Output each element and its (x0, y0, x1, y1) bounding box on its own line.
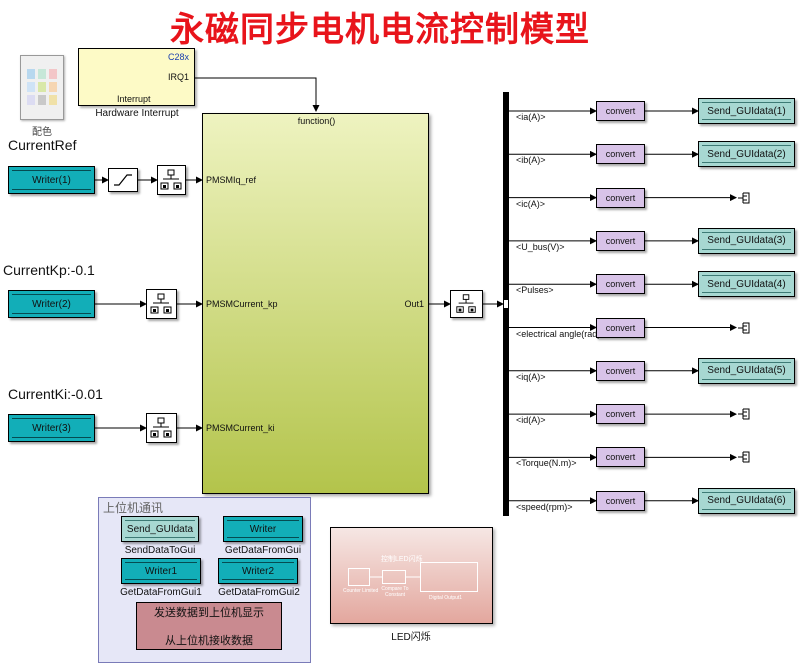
signal-label: <electrical angle(rad)> (516, 328, 606, 339)
saturation-block[interactable] (108, 168, 138, 192)
send-guidata-block[interactable]: Send_GUIdata(5) (698, 357, 795, 384)
compare-to-constant-label: Compare To Constant (381, 586, 409, 598)
writer-block[interactable]: Writer (223, 516, 303, 542)
convert-block[interactable]: convert (596, 274, 645, 295)
signal-label: <Pulses> (516, 285, 554, 296)
signal-label: <U_bus(V)> (516, 241, 565, 252)
port-kp: PMSMCurrent_kp (206, 299, 278, 309)
led-caption: LED闪烁 (391, 632, 431, 643)
convert-block[interactable]: convert (596, 490, 645, 511)
current-ref-label: CurrentRef (8, 137, 77, 153)
compare-to-constant-block (382, 570, 406, 584)
host-note-line1: 发送数据到上位机显示 (154, 606, 264, 619)
send-guidata-block[interactable]: Send_GUIdata(6) (698, 487, 795, 514)
panel-title: 上位机通讯 (103, 501, 164, 515)
send-guidata-block[interactable]: Send_GUIdata (121, 516, 199, 542)
conversion-icon (150, 293, 172, 314)
convert-block[interactable]: convert (596, 404, 645, 425)
send-guidata-block[interactable]: Send_GUIdata(2) (698, 141, 795, 168)
writer-3-block[interactable]: Writer(3) (8, 414, 95, 442)
hardware-interrupt-caption: Hardware Interrupt (95, 108, 179, 119)
signal-label: <ic(A)> (516, 198, 546, 209)
get-data-from-gui1-caption: GetDataFromGui1 (120, 587, 202, 598)
terminator-icon[interactable] (737, 407, 751, 421)
port-iq-ref: PMSMIq_ref (206, 175, 257, 185)
data-type-conversion-1[interactable] (157, 165, 186, 195)
conversion-icon (150, 417, 172, 438)
signal-label: <id(A)> (516, 415, 546, 426)
port-ki: PMSMCurrent_ki (206, 423, 275, 433)
irq-port-label: IRQ1 (167, 72, 189, 82)
host-communication-panel[interactable]: 上位机通讯 Send_GUIdata SendDataToGui Writer … (98, 497, 311, 663)
send-guidata-block[interactable]: Send_GUIdata(1) (698, 98, 795, 124)
signal-label: <ib(A)> (516, 155, 546, 166)
hardware-interrupt-block[interactable]: C28x IRQ1 Interrupt (78, 48, 195, 106)
color-palette-label: 配色 (32, 127, 52, 138)
send-guidata-block[interactable]: Send_GUIdata(4) (698, 271, 795, 298)
writer-2-block[interactable]: Writer(2) (8, 290, 95, 318)
current-kp-label: CurrentKp:-0.1 (3, 262, 95, 278)
get-data-from-gui-caption: GetDataFromGui (224, 545, 302, 556)
convert-block[interactable]: convert (596, 360, 645, 381)
interrupt-inner-label: Interrupt (117, 94, 151, 104)
counter-limited-block (348, 568, 370, 586)
led-blink-subsystem[interactable]: 控制LED闪烁 Counter Limited Compare To Const… (330, 527, 493, 624)
convert-block[interactable]: convert (596, 187, 645, 208)
signal-label: <speed(rpm)> (516, 501, 573, 512)
data-type-conversion-out[interactable] (450, 290, 483, 318)
page-title: 永磁同步电机电流控制模型 (170, 10, 590, 50)
signal-label: <Torque(N.m)> (516, 458, 577, 469)
signal-label: <iq(A)> (516, 371, 546, 382)
data-type-conversion-2[interactable] (146, 289, 177, 319)
writer-1-block[interactable]: Writer(1) (8, 166, 95, 194)
led-inner-title: 控制LED闪烁 (381, 556, 423, 563)
palette-icon (27, 69, 59, 105)
terminator-icon[interactable] (737, 191, 751, 205)
writer1-block[interactable]: Writer1 (121, 558, 201, 584)
digital-output-label: Digital Output1 (429, 595, 463, 601)
function-call-subsystem[interactable]: function() PMSMIq_ref PMSMCurrent_kp PMS… (202, 113, 429, 494)
color-palette-block[interactable] (20, 55, 64, 120)
convert-block[interactable]: convert (596, 101, 645, 121)
convert-block[interactable]: convert (596, 144, 645, 165)
terminator-icon[interactable] (737, 321, 751, 335)
trigger-port-label: function() (297, 116, 336, 126)
send-guidata-block[interactable]: Send_GUIdata(3) (698, 227, 795, 254)
host-note-line2: 从上位机接收数据 (165, 634, 253, 647)
counter-limited-label: Counter Limited (343, 588, 379, 594)
conversion-icon (160, 169, 182, 190)
convert-block[interactable]: convert (596, 317, 645, 338)
terminator-icon[interactable] (737, 450, 751, 464)
saturation-icon (114, 174, 132, 186)
send-data-to-gui-caption: SendDataToGui (124, 545, 196, 556)
led-inner-lines (370, 576, 420, 578)
current-ki-label: CurrentKi:-0.01 (8, 386, 103, 402)
signal-label: <ia(A)> (516, 112, 546, 122)
bus-input-port (503, 299, 509, 309)
port-out1: Out1 (404, 299, 424, 309)
convert-block[interactable]: convert (596, 230, 645, 251)
writer2-block[interactable]: Writer2 (218, 558, 298, 584)
processor-label: C28x (167, 52, 189, 62)
host-note-box: 发送数据到上位机显示 从上位机接收数据 (136, 602, 282, 650)
conversion-icon (456, 294, 476, 313)
get-data-from-gui2-caption: GetDataFromGui2 (218, 587, 300, 598)
data-type-conversion-3[interactable] (146, 413, 177, 443)
digital-output-block (420, 562, 478, 592)
convert-block[interactable]: convert (596, 447, 645, 468)
